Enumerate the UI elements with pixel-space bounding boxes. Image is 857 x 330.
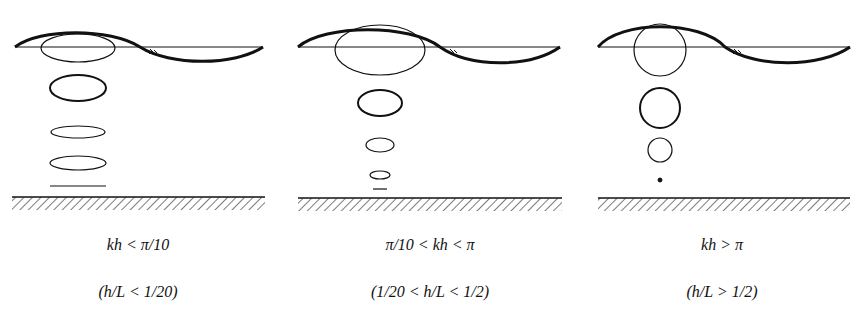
- regime-label: (h/L > 1/2): [687, 283, 758, 301]
- regime-label: kh < π/10: [107, 236, 169, 254]
- regime-label: kh > π: [701, 236, 743, 254]
- regime-label: (1/20 < h/L < 1/2): [371, 283, 489, 301]
- regime-label: π/10 < kh < π: [385, 236, 474, 254]
- regime-label: (h/L < 1/20): [99, 283, 178, 301]
